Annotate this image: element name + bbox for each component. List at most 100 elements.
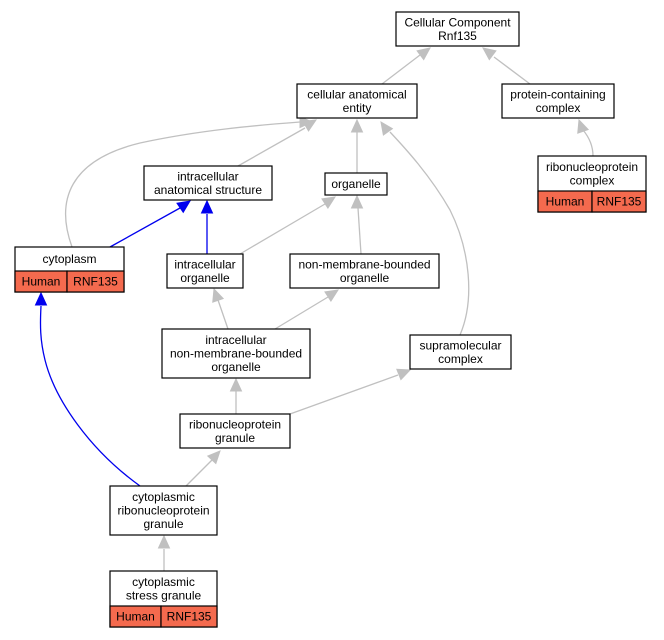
arrowhead [350,118,364,133]
node-box [109,485,218,536]
node-label-line: complex [438,352,483,366]
node-box [501,83,615,119]
species-tag: Human [546,195,585,209]
arrowhead [380,121,394,136]
node-box [179,413,291,449]
edge-line [237,127,306,167]
node-label-line: Cellular Component [404,15,511,29]
arrowhead [212,287,225,303]
node-box [395,11,520,47]
edge-rnpg-to-smc [289,368,412,415]
edge-io-to-org [239,196,337,255]
node-label-line: entity [343,101,372,115]
edge-rnpg-to-inmbo [229,377,243,414]
arrowhead [577,118,590,134]
arrowhead [416,47,431,61]
node-label-line: supramolecular [419,338,501,352]
node-label-line: intracellular [205,333,266,347]
arrowhead [206,450,221,465]
edge-crnpg-to-cyto [34,291,141,487]
gene-tag-box [66,270,125,293]
edge-line [217,299,229,330]
node-label-line: organelle [180,271,230,285]
node-label-line: cytoplasm [42,252,96,266]
node-label-line: cytoplasmic [132,490,195,504]
arrowhead [396,368,412,381]
edge-line [239,203,326,255]
edge-line [493,56,531,85]
edge-line [109,207,181,248]
arrowhead [321,196,337,210]
node-label-line: anatomical structure [154,183,262,197]
edge-io-to-ias [200,199,214,254]
edge-cyto-to-ias [109,200,191,248]
node-label-line: cytoplasmic [132,575,195,589]
arrowhead [299,115,314,129]
node-label-line: granule [215,431,255,445]
arrowhead [482,47,497,61]
species-tag: Human [22,275,61,289]
edge-rnpc-to-pcc [577,118,594,157]
node-label-line: complex [536,101,581,115]
edge-line [185,459,213,487]
gene-tag: RNF135 [73,275,118,289]
edge-line [381,54,421,85]
edge-csg-to-crnpg [157,534,171,571]
edge-line [582,129,594,157]
edge-crnpg-to-rnpg [185,450,221,487]
node-label-line: Rnf135 [438,29,477,43]
edge-line [39,305,141,487]
node-label-line: non-membrane-bounded [298,257,430,271]
edge-line [357,207,362,255]
edge-line [289,374,399,415]
node-label-line: ribonucleoprotein [546,160,638,174]
arrowhead [34,291,48,306]
arrowhead [324,289,340,303]
node-label-line: organelle [331,177,381,191]
node-label-line: ribonucleoprotein [189,417,281,431]
node-box [143,165,273,201]
gene-tag-box [160,605,218,628]
edge-line [64,121,301,248]
gene-tag: RNF135 [167,610,212,624]
edge-line [389,131,470,336]
node-label-line: protein-containing [510,87,605,101]
node-org[interactable]: organelle [324,172,388,196]
node-inmbo[interactable]: intracellularnon-membrane-boundedorganel… [161,328,311,379]
node-box [409,334,512,370]
node-box [166,253,244,289]
node-label-line: granule [143,517,183,531]
node-label-line: intracellular [177,169,238,183]
edge-cae-to-root [381,47,431,85]
node-label-line: ribonucleoprotein [117,504,209,518]
gene-tag: RNF135 [597,195,642,209]
edge-cyto-to-cae [64,115,314,248]
node-box [296,83,418,119]
node-label-line: intracellular [174,257,235,271]
edge-inmbo-to-nmbo [274,289,340,330]
node-box [289,253,440,289]
edge-inmbo-to-io [212,287,229,330]
arrowhead [350,194,364,209]
gene-tag-box [591,190,647,213]
edge-smc-to-cae [380,121,470,336]
edges-layer [34,47,594,571]
edge-line [274,296,329,330]
node-label-line: organelle [211,360,261,374]
node-label-line: complex [570,173,615,187]
node-label-line: non-membrane-bounded [170,347,302,361]
